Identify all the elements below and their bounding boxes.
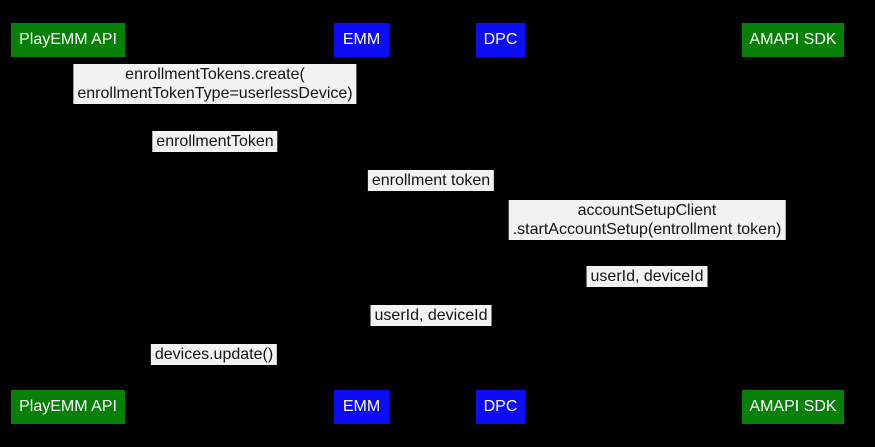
message-label: enrollment token [367,170,495,191]
message-label: userId, deviceId [370,305,492,326]
message-label-line: accountSetupClient [577,202,717,219]
message-label: enrollmentTokens.create( enrollmentTokenT… [73,64,357,104]
actor-emm-bottom: EMM [334,390,389,424]
actor-playemm-api-top: PlayEMM API [11,23,125,57]
message-label-line: .startAccountSetup(entrollment token) [512,221,782,238]
message-label-line: userId, deviceId [374,307,488,324]
actor-playemm-api-bottom: PlayEMM API [11,390,125,424]
actor-emm-top: EMM [334,23,389,57]
message-label-line: devices.update() [154,346,274,363]
message-label-line: enrollmentTokens.create( [125,66,305,83]
actor-dpc-bottom: DPC [476,390,525,424]
actor-amapi-sdk-top: AMAPI SDK [742,23,844,57]
message-label-line: enrollment token [371,172,491,189]
actor-amapi-sdk-bottom: AMAPI SDK [742,390,844,424]
message-label: userId, deviceId [586,266,708,287]
actor-dpc-top: DPC [476,23,525,57]
message-label: devices.update() [150,344,278,365]
message-label-line: enrollmentToken [156,133,274,150]
message-label: enrollmentToken [152,131,278,152]
message-label-line: userId, deviceId [590,268,704,285]
message-label-line: enrollmentTokenType=userlessDevice) [77,85,353,102]
message-label: accountSetupClient .startAccountSetup(ent… [508,200,786,240]
